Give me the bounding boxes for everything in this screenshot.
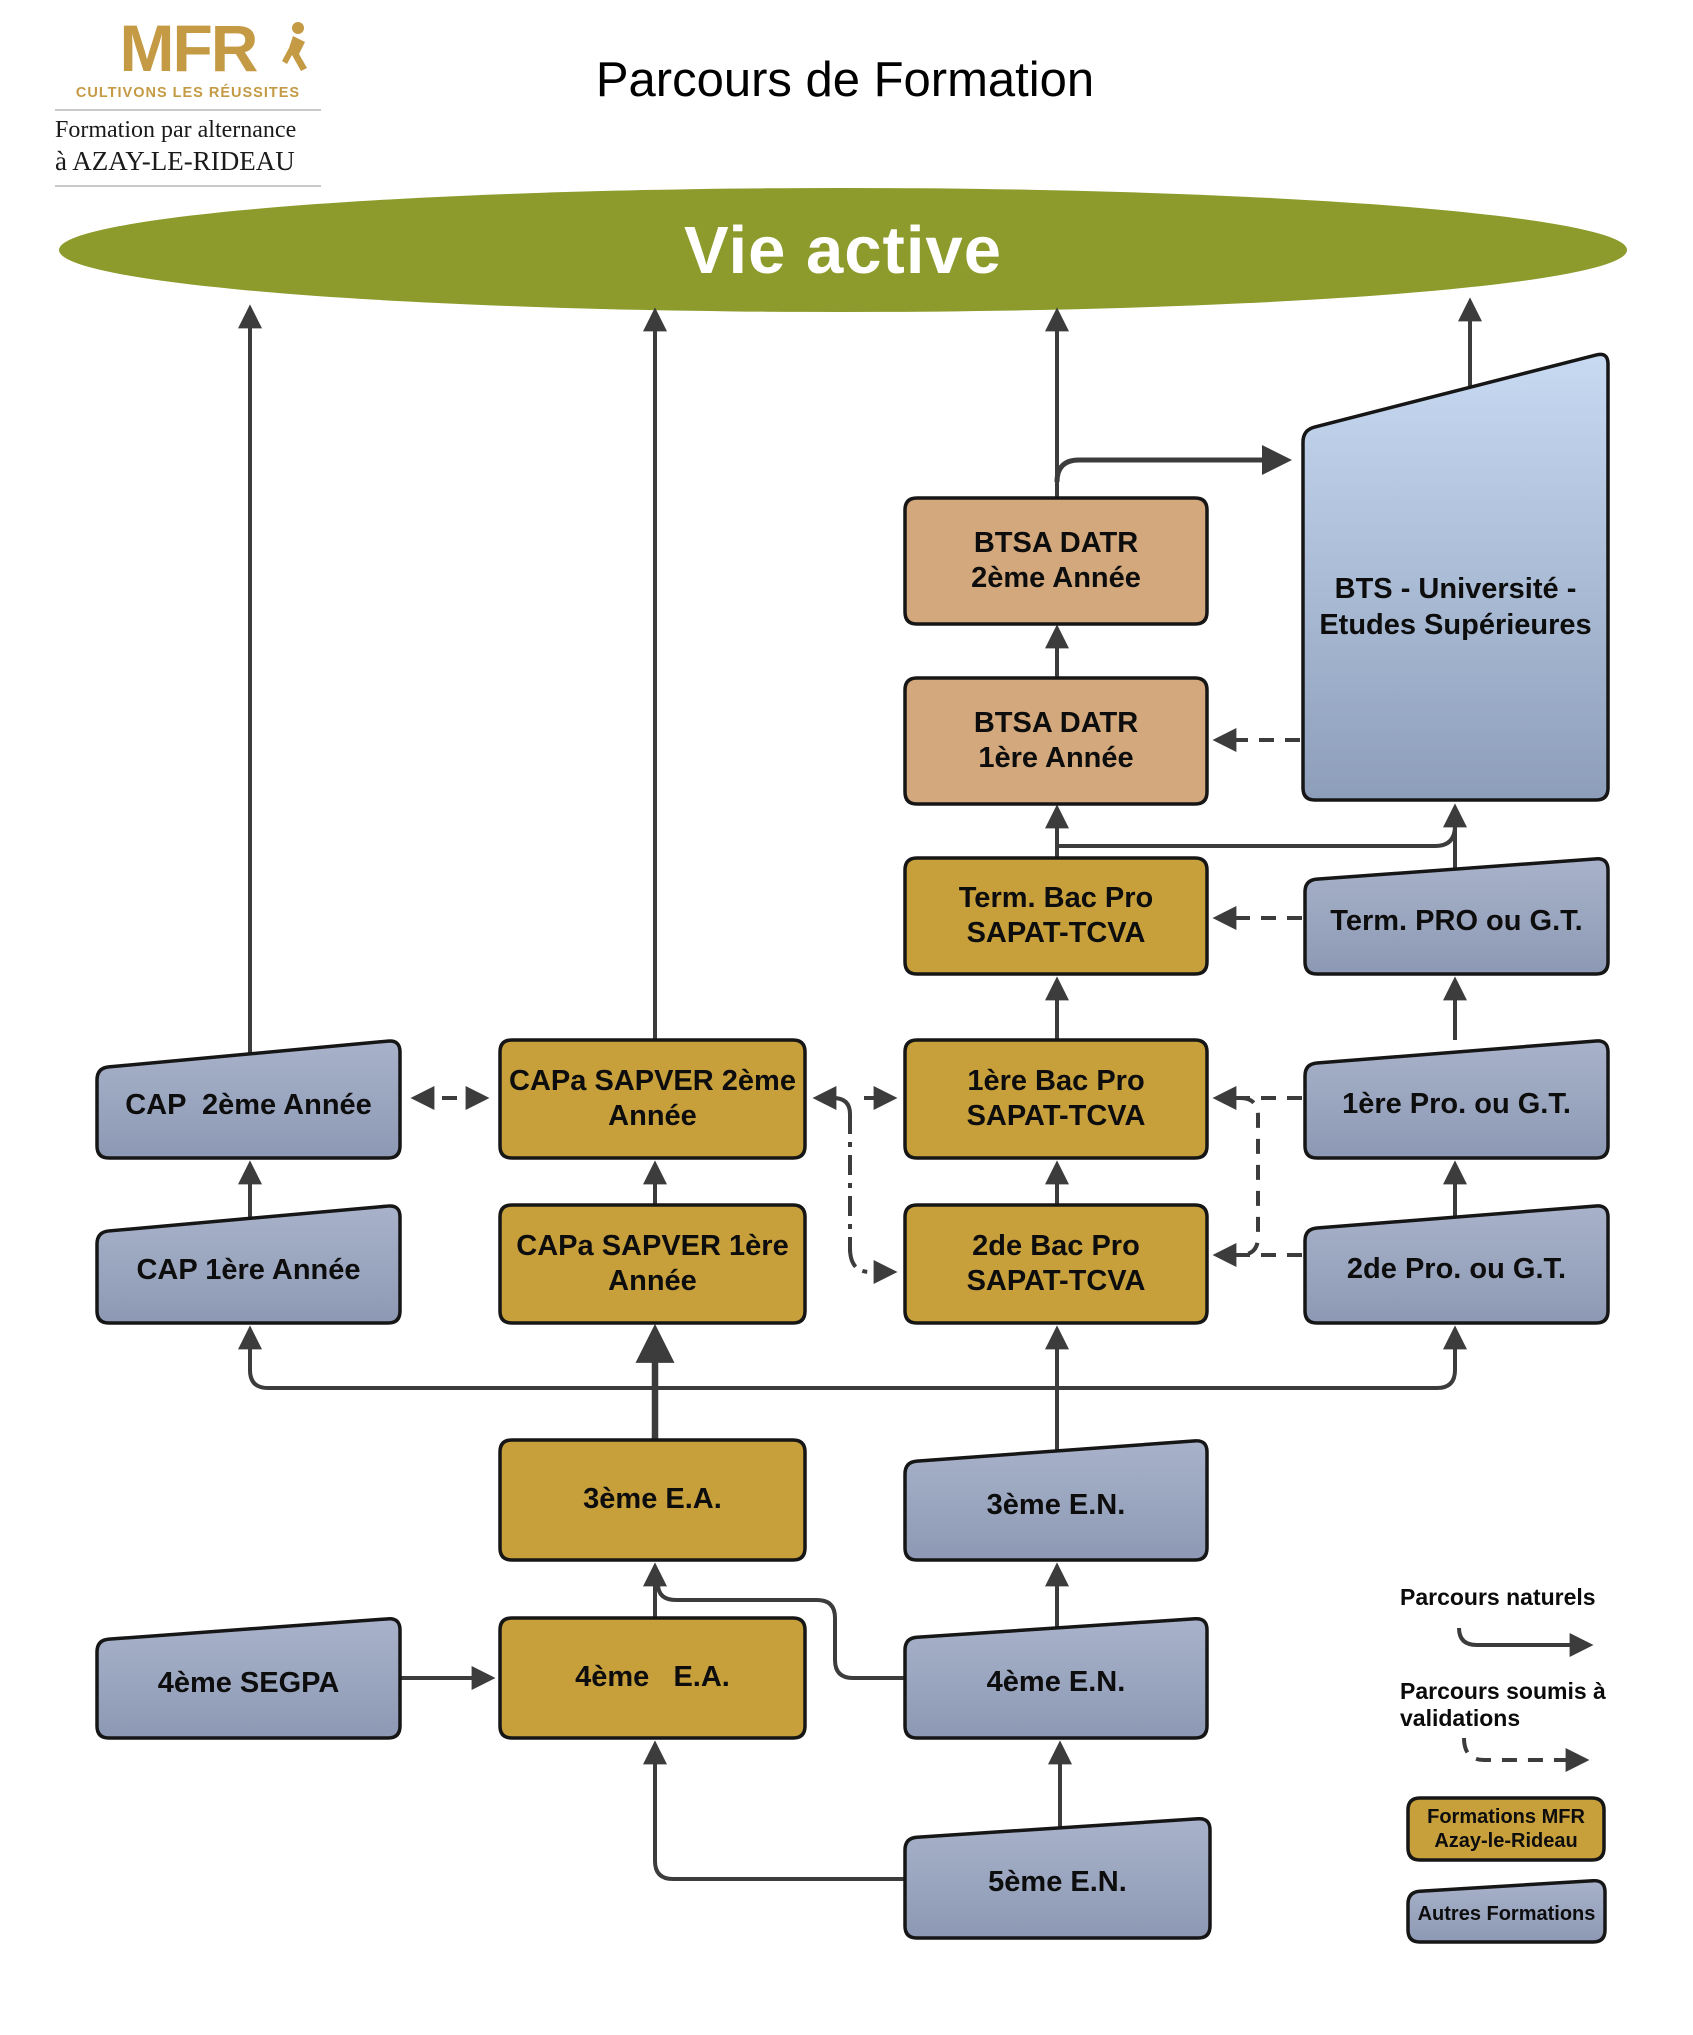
box-layer: [95, 352, 1610, 1944]
mfr-logo-tagline: CULTIVONS LES RÉUSSITES: [75, 85, 301, 102]
joiner-termbac-to-bts-line: [1057, 825, 1457, 848]
org-subtitle-line2: à AZAY-LE-RIDEAU: [55, 146, 295, 177]
box-bts: [1301, 352, 1610, 802]
logo-divider-top: [55, 109, 321, 112]
box-btsa2: [903, 496, 1209, 626]
box-bac1: [903, 1038, 1209, 1160]
box-pro1: [1303, 1039, 1610, 1160]
legend-mfr-box: [1406, 1796, 1606, 1862]
arrow-bus-to-cap1: [238, 1325, 269, 1390]
box-capa2: [498, 1038, 807, 1160]
box-btsa1: [903, 676, 1209, 806]
box-cap1: [95, 1204, 402, 1325]
box-segpa4: [95, 1617, 402, 1740]
mfr-person-icon: [282, 20, 307, 71]
box-cap2: [95, 1039, 402, 1160]
dashdot-arrows: [812, 1086, 898, 1284]
mfr-logo-block: MFR CULTIVONS LES RÉUSSITES Formation pa…: [55, 11, 321, 188]
joiner-en4-to-ea3: [656, 1574, 905, 1680]
legend-natural-label: Parcours naturels: [1400, 1584, 1596, 1610]
arrow-en5-to-ea4: [643, 1740, 905, 1881]
vie-active-label: Vie active: [684, 212, 1002, 288]
legend-solid-arrow: [1457, 1627, 1594, 1657]
arrow-bus-to-pro2: [1436, 1325, 1467, 1390]
legend-autres-box: [1406, 1878, 1607, 1944]
dashed-arrows: [410, 728, 1590, 1772]
box-en5: [903, 1817, 1212, 1940]
box-en4: [903, 1617, 1209, 1740]
solid-arrows: [238, 297, 1594, 1881]
joiner-pro2-up-to-bac1-dashed: [1239, 1096, 1260, 1257]
arrow-corridor-to-capa2: [812, 1086, 852, 1115]
box-capa1: [498, 1203, 807, 1325]
arrow-btsa2-to-bts: [1054, 445, 1293, 483]
mfr-logo: MFR: [55, 11, 321, 85]
box-termbac: [903, 856, 1209, 976]
box-ea3: [498, 1438, 807, 1562]
box-bac2: [903, 1203, 1209, 1325]
box-en3: [903, 1439, 1209, 1562]
box-ea4: [498, 1616, 807, 1740]
mfr-logo-text: MFR: [119, 11, 259, 85]
box-termpro: [1303, 857, 1610, 976]
page-title: Parcours de Formation: [595, 53, 1095, 107]
arrow-corridor-to-bac2: [848, 1247, 898, 1284]
legend-validated-label: Parcours soumis à validations: [1400, 1678, 1606, 1732]
legend-dashed-arrow: [1462, 1737, 1590, 1772]
vie-active-ellipse: [59, 188, 1627, 312]
box-pro2: [1303, 1204, 1610, 1325]
org-subtitle-line1: Formation par alternance: [55, 117, 297, 144]
logo-divider-bottom: [55, 185, 321, 188]
